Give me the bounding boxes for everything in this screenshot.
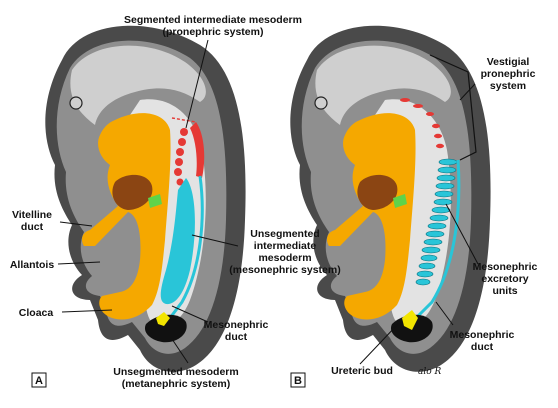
- label-vestigial-3: system: [490, 80, 526, 92]
- label-mesonephric-duct-a-2: duct: [225, 331, 248, 343]
- label-unseg-int-2: intermediate: [254, 240, 317, 252]
- panel-b-bracket: [429, 54, 477, 161]
- panel-b-ureteric-bud: [402, 310, 418, 330]
- panel-b-vestigial-pronephros: [400, 98, 444, 149]
- panel-a-gut: [82, 113, 171, 320]
- label-mesonephric-duct-b-1: Mesonephric: [450, 329, 515, 341]
- label-allantois: Allantois: [10, 259, 54, 271]
- panel-letter-a: A: [31, 372, 47, 388]
- panel-letter-a-text: A: [35, 375, 43, 387]
- panel-a-mesonephros: [160, 178, 195, 305]
- panel-b-excretory-units: [415, 158, 458, 286]
- label-vestigial-2: pronephric: [481, 68, 536, 80]
- label-unseg-int-1: Unsegmented: [250, 228, 319, 240]
- label-cloaca: Cloaca: [19, 307, 54, 319]
- panel-b-mesonephric-duct: [412, 159, 461, 322]
- panel-a: [45, 25, 246, 372]
- label-mesonephric-duct-b-2: duct: [471, 341, 494, 353]
- panel-a-liver: [112, 174, 153, 210]
- panel-a-red-band: [190, 122, 205, 178]
- panel-a-head: [70, 45, 206, 126]
- panel-letter-b-text: B: [294, 375, 302, 387]
- panel-b-gut: [327, 113, 416, 320]
- panel-b-eye: [314, 96, 328, 110]
- label-excretory-2: excretory: [481, 273, 528, 285]
- label-vitelline-2: duct: [21, 221, 44, 233]
- label-ureteric-bud: Ureteric bud: [331, 365, 393, 377]
- artist-signature: alo R: [418, 367, 442, 377]
- label-segmented-1: Segmented intermediate mesoderm: [124, 14, 302, 26]
- label-segmented-2: (pronephric system): [163, 26, 264, 38]
- panel-b-head: [315, 45, 451, 126]
- panel-a-ureteric-bud: [156, 312, 170, 326]
- label-mesonephric-duct-a-1: Mesonephric: [204, 319, 269, 331]
- panel-a-eye: [69, 96, 83, 110]
- label-vitelline-1: Vitelline: [12, 209, 52, 221]
- label-excretory-1: Mesonephric: [473, 261, 538, 273]
- panel-a-mesonephric-duct: [168, 175, 204, 319]
- label-unseg-meso-2: (metanephric system): [122, 378, 231, 390]
- label-excretory-3: units: [492, 285, 517, 297]
- leader-lines: [57, 39, 479, 365]
- panel-a-vitelline-stalk: [148, 194, 162, 208]
- label-unseg-int-4: (mesonephric system): [229, 264, 340, 276]
- panel-b-vitelline-stalk: [393, 194, 407, 208]
- panel-a-dashed-guide: [171, 117, 197, 123]
- label-vestigial-1: Vestigial: [487, 56, 530, 68]
- label-unseg-meso-1: Unsegmented mesoderm: [113, 366, 238, 378]
- panel-letter-b: B: [290, 372, 306, 388]
- panel-a-pronephric-segments: [174, 128, 188, 186]
- panel-b-liver: [357, 174, 398, 210]
- label-unseg-int-3: mesoderm: [258, 252, 311, 264]
- panel-b: [290, 25, 491, 372]
- panel-a-metanephric-mesoderm: [144, 314, 187, 343]
